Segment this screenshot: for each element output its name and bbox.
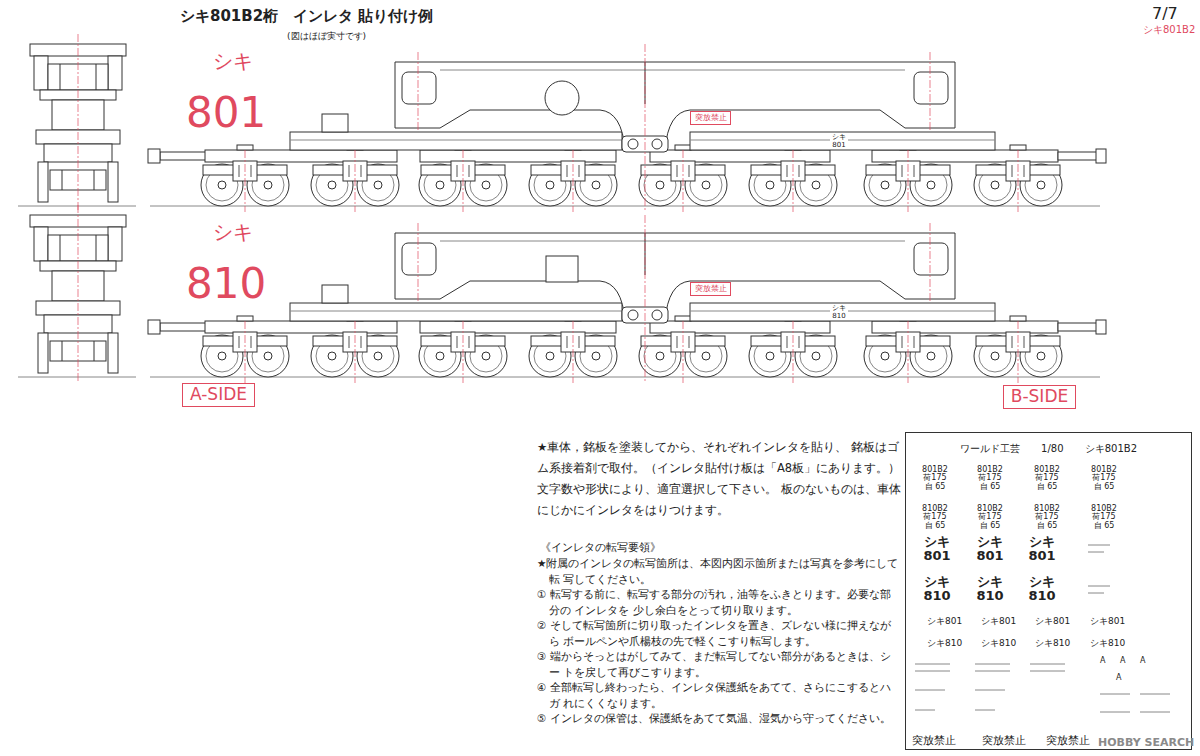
car-marking: シキ 801 bbox=[830, 134, 848, 149]
girder-mark bbox=[545, 81, 579, 115]
instruction-step: ⑤ インレタの保管は、保護紙をあてて気温、湿気から守ってください。 bbox=[537, 711, 899, 727]
decal-plate: 801B2 荷175 自 65 bbox=[975, 466, 1005, 491]
page-number: 7/7 bbox=[1152, 4, 1178, 23]
decal-letter: A bbox=[1116, 673, 1121, 683]
side-tag: B-SIDE bbox=[1003, 385, 1076, 409]
car-marking: シキ 810 bbox=[830, 305, 848, 320]
car-number: 801 bbox=[186, 88, 266, 138]
end-view bbox=[18, 34, 136, 210]
side-view bbox=[148, 215, 1106, 383]
side-view bbox=[148, 44, 1106, 212]
decal-small: シキ810 bbox=[1090, 638, 1125, 649]
decal-letter: A bbox=[1100, 656, 1105, 666]
decal-number: シキ 810 bbox=[973, 575, 1007, 604]
page-title: シキ801B2桁 インレタ 貼り付け例 bbox=[180, 7, 433, 26]
decal-warning: 突放禁止 bbox=[1046, 734, 1090, 747]
decal-warning: 突放禁止 bbox=[912, 734, 956, 747]
node-label: 突放禁止 bbox=[694, 284, 727, 294]
decal-small: シキ801 bbox=[927, 616, 962, 627]
instruction-step: ② そして転写箇所に切り取ったインレタを置き、ズレない様に押えながら ボールペン… bbox=[537, 618, 899, 649]
decal-plate: 810B2 荷175 自 65 bbox=[920, 505, 950, 530]
side-tag: A-SIDE bbox=[182, 383, 255, 407]
decal-letter: A bbox=[1120, 656, 1125, 666]
decal-plate: 810B2 荷175 自 65 bbox=[1089, 505, 1119, 530]
instruction-step: ③ 端からそっとはがしてみて、まだ転写してない部分があるときは、シー トを戻して… bbox=[537, 649, 899, 680]
decal-number: シキ 801 bbox=[1025, 535, 1059, 564]
decal-plate: 801B2 荷175 自 65 bbox=[1089, 466, 1119, 491]
decal-plate: 810B2 荷175 自 65 bbox=[1032, 505, 1062, 530]
car-class: シキ bbox=[213, 49, 253, 73]
decal-number: シキ 801 bbox=[920, 535, 954, 564]
instruction-step: ★附属のインレタの転写箇所は、本図内図示箇所または写真を参考にして転 写してくだ… bbox=[537, 556, 899, 587]
node-label: ワールド工芸 1/80 シキ801B2 bbox=[906, 443, 1191, 456]
decal-marks bbox=[915, 545, 1170, 712]
warning-plate: 突放禁止 bbox=[690, 111, 731, 125]
car-class: シキ bbox=[213, 220, 253, 244]
decal-number: シキ 810 bbox=[1025, 575, 1059, 604]
instruction-step: ① 転写する前に、転写する部分の汚れ，油等をふきとります。必要な部分の インレタ… bbox=[537, 587, 899, 618]
decal-small: シキ801 bbox=[1035, 616, 1070, 627]
warning-plate: 突放禁止 bbox=[690, 282, 731, 296]
end-view bbox=[18, 205, 136, 381]
decal-plate: 801B2 荷175 自 65 bbox=[920, 466, 950, 491]
car-number: 810 bbox=[186, 259, 266, 309]
decal-warning: 突放禁止 bbox=[982, 734, 1026, 747]
instruction-step: ④ 全部転写し終わったら、インレタ保護紙をあてて、さらにこするとハガ れにくくな… bbox=[537, 680, 899, 711]
instruction-text: ★車体，銘板を塗装してから、それぞれインレタを貼り、 銘板はゴム系接着剤で取付。… bbox=[537, 437, 903, 521]
decal-number: シキ 801 bbox=[973, 535, 1007, 564]
decal-small: シキ810 bbox=[927, 638, 962, 649]
decal-letter: A bbox=[1140, 656, 1145, 666]
section-heading: 《インレタの転写要領》 bbox=[540, 541, 661, 554]
node-label: A-SIDE bbox=[189, 384, 248, 405]
decal-plate: 801B2 荷175 自 65 bbox=[1032, 466, 1062, 491]
decal-small: シキ801 bbox=[981, 616, 1016, 627]
watermark: HOBBY SEARCH bbox=[1098, 736, 1194, 749]
node-label: B-SIDE bbox=[1010, 386, 1069, 407]
decal-number: シキ 810 bbox=[920, 575, 954, 604]
decal-small: シキ810 bbox=[1035, 638, 1070, 649]
subtitle-note: (図はほぼ実寸です) bbox=[287, 31, 366, 42]
decal-small: シキ801 bbox=[1090, 616, 1125, 627]
node-label: 突放禁止 bbox=[694, 113, 727, 123]
decal-plate: 810B2 荷175 自 65 bbox=[975, 505, 1005, 530]
girder-mark bbox=[546, 256, 578, 282]
decal-small: シキ810 bbox=[981, 638, 1016, 649]
model-name: シキ801B2 bbox=[1143, 24, 1195, 36]
